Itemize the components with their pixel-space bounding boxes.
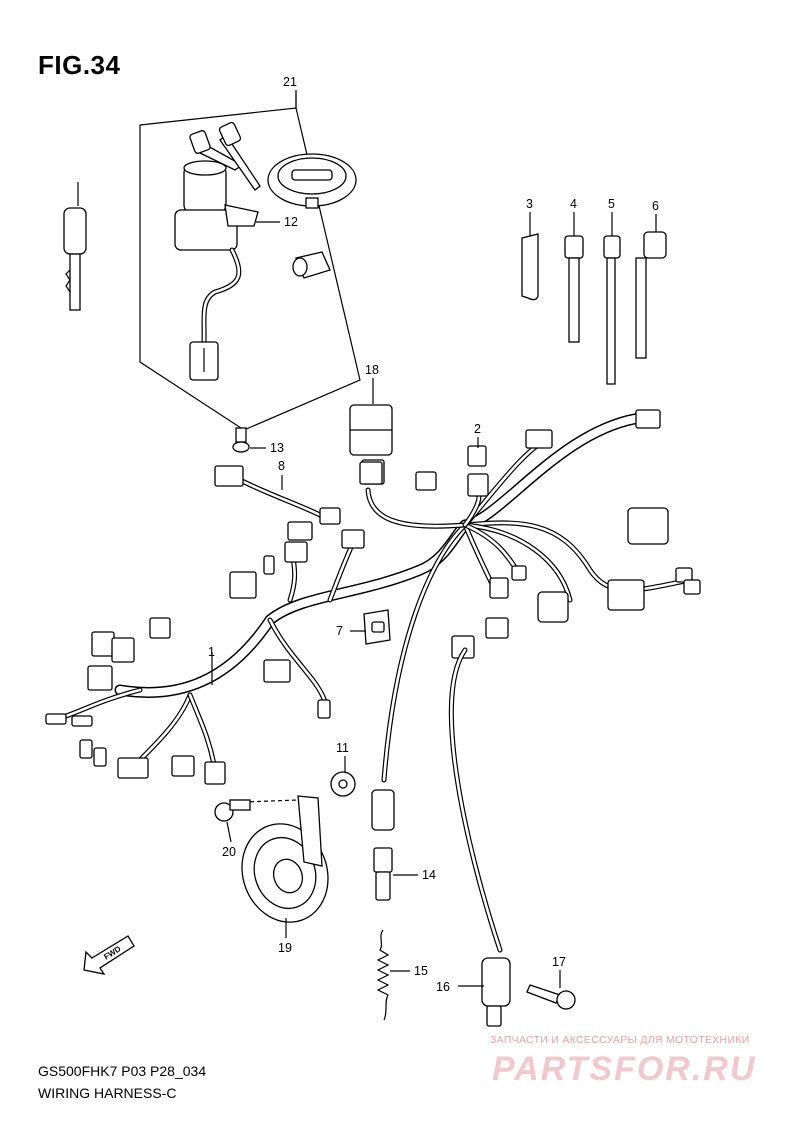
watermark-brand: PARTSFOR.RU (492, 1050, 757, 1088)
callout-12: 13 (270, 441, 284, 455)
callout-20: 11 (336, 741, 349, 755)
callout-18: 19 (278, 941, 292, 955)
callout-9-10: 21 (283, 75, 297, 89)
clamps (521, 231, 667, 385)
sensor-15 (448, 647, 511, 1027)
damper-20 (330, 771, 356, 797)
harness-connectors (45, 409, 701, 785)
watermark-subtitle: ЗАПЧАСТИ И АКСЕССУАРЫ ДЛЯ МОТОТЕХНИКИ (490, 1034, 750, 1046)
fwd-arrow-icon: FWD (83, 935, 135, 975)
callout-4: 4 (570, 197, 577, 211)
ignition-switch-set (139, 93, 361, 431)
callout-3: 3 (526, 197, 533, 211)
figure-code: GS500FHK7 P03 P28_034 (38, 1063, 207, 1079)
callout-2: 2 (474, 422, 481, 436)
callout-19: 20 (222, 845, 236, 859)
callout-17: 18 (365, 363, 379, 377)
callout-13: 14 (422, 868, 436, 882)
figure-title: FIG.34 (38, 50, 121, 80)
callout-1: 1 (208, 645, 215, 659)
callout-5: 5 (608, 197, 615, 211)
bolt-19 (214, 799, 251, 822)
callout-7: 7 (336, 624, 343, 638)
figure-caption: WIRING HARNESS-C (38, 1085, 177, 1101)
callout-16: 17 (552, 955, 566, 969)
callout-15: 16 (436, 980, 450, 994)
callout-8: 8 (278, 459, 285, 473)
switch-7 (363, 609, 391, 645)
spring-14 (376, 929, 390, 1021)
key-21 (63, 207, 87, 311)
callout-11: 12 (284, 215, 298, 229)
bolt-12 (232, 427, 250, 453)
bolt-16 (526, 984, 576, 1010)
callout-14: 15 (414, 964, 428, 978)
callout-labels: 21 3 4 5 6 12 18 2 13 8 7 1 11 20 14 19 … (208, 75, 659, 994)
leader-lines (77, 90, 657, 988)
callout-6: 6 (652, 199, 659, 213)
horn-18 (241, 795, 329, 923)
switch-13 (371, 789, 395, 901)
